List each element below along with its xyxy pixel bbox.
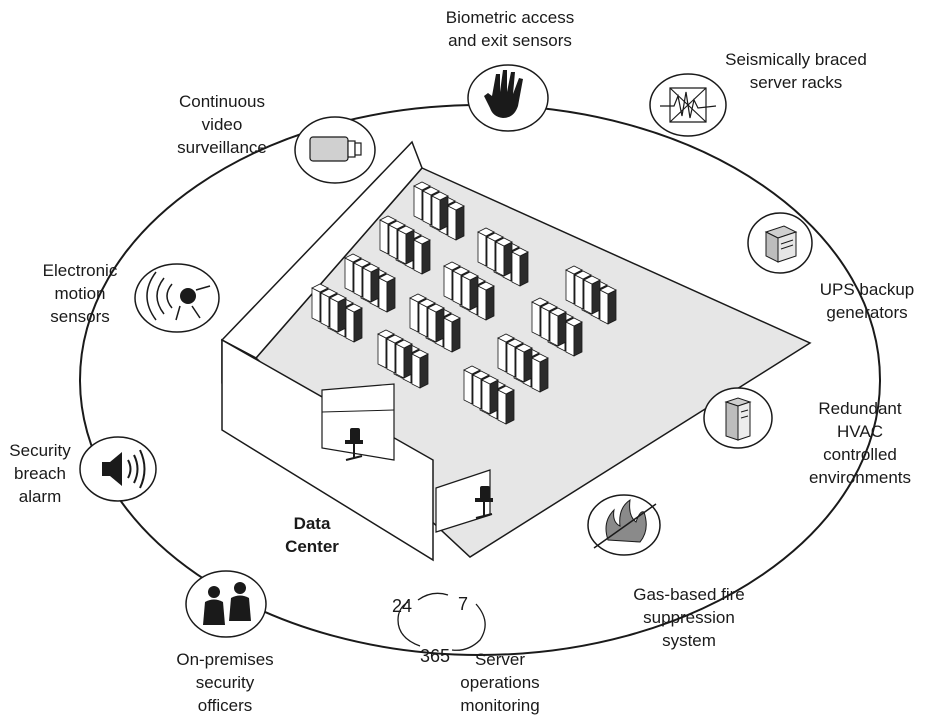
server-rack <box>443 313 461 353</box>
server-rack <box>378 273 396 313</box>
monitoring-feature <box>397 592 486 651</box>
server-rack <box>481 375 499 415</box>
camera-icon <box>309 136 362 162</box>
server-rack <box>565 317 583 357</box>
server-rack-cluster <box>565 265 617 325</box>
server-rack-grid <box>311 181 617 425</box>
server-rack <box>531 353 549 393</box>
motion-feature <box>134 263 220 333</box>
server-rack <box>497 385 515 425</box>
server-rack-cluster <box>497 333 549 393</box>
year-number: 365 <box>420 646 451 666</box>
server-rack <box>549 307 567 347</box>
tower-server-icon <box>724 397 752 441</box>
server-rack <box>395 339 413 379</box>
server-rack <box>511 247 529 287</box>
server-rack <box>329 293 347 333</box>
office-chair-1 <box>345 428 363 461</box>
office-cubicle <box>321 383 395 461</box>
server-rack-cluster <box>377 329 429 389</box>
fire-feature <box>587 494 661 556</box>
server-rack <box>362 263 380 303</box>
motion-sensor-icon <box>146 271 211 321</box>
seismic-feature <box>649 73 727 137</box>
security-officers-icon <box>203 582 251 625</box>
biometric-feature <box>467 64 549 132</box>
server-rack-cluster <box>409 293 461 353</box>
office-chair-2 <box>475 486 493 519</box>
no-fire-icon <box>593 498 657 549</box>
server-icon <box>764 225 798 263</box>
days-number: 7 <box>458 594 469 614</box>
alarm-feature <box>79 436 157 502</box>
server-rack-cluster <box>531 297 583 357</box>
server-rack-cluster <box>311 283 363 343</box>
server-rack <box>427 303 445 343</box>
hours-number: 24 <box>392 596 413 616</box>
server-rack <box>495 237 513 277</box>
server-rack-cluster <box>413 181 465 241</box>
seismograph-icon <box>660 87 717 123</box>
server-rack <box>515 343 533 383</box>
server-rack <box>411 349 429 389</box>
server-rack <box>599 285 617 325</box>
server-rack <box>413 235 431 275</box>
server-rack-cluster <box>477 227 529 287</box>
server-rack <box>447 201 465 241</box>
clock-cycle-icon <box>397 592 486 651</box>
video-feature <box>294 116 376 184</box>
server-rack <box>345 303 363 343</box>
server-rack-cluster <box>344 253 396 313</box>
server-rack-cluster <box>443 261 495 321</box>
server-rack-cluster <box>379 215 431 275</box>
hand-icon <box>484 70 523 118</box>
ups-feature <box>747 212 813 274</box>
server-rack <box>397 225 415 265</box>
speaker-alarm-icon <box>102 449 146 489</box>
server-rack <box>431 191 449 231</box>
officers-feature <box>185 570 267 638</box>
server-rack <box>583 275 601 315</box>
server-rack <box>477 281 495 321</box>
hvac-feature <box>703 387 773 449</box>
room <box>220 140 812 562</box>
server-rack <box>461 271 479 311</box>
server-rack-cluster <box>463 365 515 425</box>
